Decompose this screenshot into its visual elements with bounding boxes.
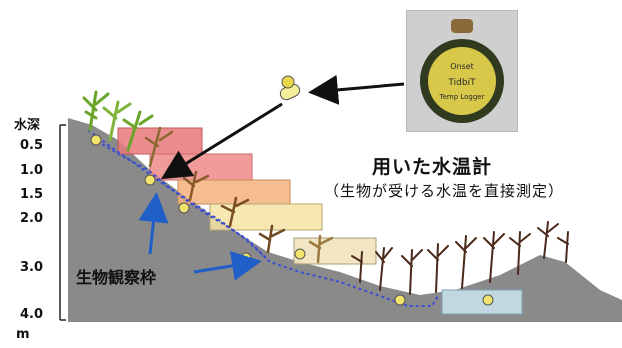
depth-band-4-0 [441, 289, 523, 315]
thermometer-subtitle: （生物が受ける水温を直接測定） [324, 182, 565, 200]
logger-photo: Onset TidbiT Temp Logger [406, 10, 518, 132]
logger-photo-art: Onset TidbiT Temp Logger [407, 11, 517, 131]
logger-marker-6 [394, 294, 406, 306]
depth-tick-3-0: 3.0 [20, 260, 44, 275]
kelp-5 [483, 231, 505, 283]
observation-frame-label: 生物観察枠 [76, 268, 157, 287]
logger-icon-large [279, 75, 301, 101]
logger-marker-4 [240, 252, 252, 264]
observation-frame-line-2 [91, 137, 267, 259]
logger-marker-2 [144, 174, 156, 186]
logger-marker-7 [482, 294, 494, 306]
depth-band-1-0 [149, 153, 253, 181]
arrow-frame-right [193, 251, 262, 281]
depth-tick-1-0: 1.0 [20, 163, 44, 178]
kelp-4 [455, 235, 477, 289]
seaweed-brown-3 [220, 196, 250, 228]
depth-axis-title: 水深 [14, 118, 41, 133]
logger-cap [281, 75, 295, 89]
depth-unit: m [16, 327, 30, 342]
logger-marker-1 [90, 134, 102, 146]
arrow-frame-up [138, 192, 169, 255]
logger-photo-text-3: Temp Logger [438, 93, 484, 101]
thermometer-title: 用いた水温計 [372, 156, 493, 178]
logger-photo-text-1: Onset [450, 62, 474, 71]
kelp-7 [537, 221, 559, 259]
dark-kelp-group [351, 221, 569, 295]
kelp-2 [401, 249, 423, 295]
kelp-6 [509, 231, 531, 275]
seaweed-group [82, 90, 334, 264]
logger-marker-3 [178, 202, 190, 214]
seaweed-brown-5 [308, 234, 334, 264]
kelp-8 [557, 231, 569, 263]
seaweed-green-1 [82, 90, 110, 132]
logger-marker-5 [294, 248, 306, 260]
logger-photo-text-2: TidbiT [447, 78, 476, 88]
kelp-1 [375, 247, 393, 291]
depth-band-3-0 [293, 237, 377, 265]
seaweed-brown-1 [144, 126, 174, 168]
depth-tick-4-0: 4.0 [20, 307, 44, 322]
seaweed-green-2 [102, 100, 132, 142]
depth-tick-1-5: 1.5 [20, 187, 44, 202]
arrow-photo-to-logger [308, 74, 405, 105]
kelp-3 [427, 243, 449, 293]
arrow-logger-to-slope [160, 102, 283, 180]
depth-tick-2-0: 2.0 [20, 211, 44, 226]
depth-band-1-5 [177, 179, 291, 205]
kelp-9 [351, 251, 363, 283]
seaweed-green-3 [122, 110, 154, 152]
seaweed-brown-2 [182, 170, 210, 202]
seaweed-brown-4 [258, 224, 286, 254]
depth-tick-0-5: 0.5 [20, 138, 44, 153]
